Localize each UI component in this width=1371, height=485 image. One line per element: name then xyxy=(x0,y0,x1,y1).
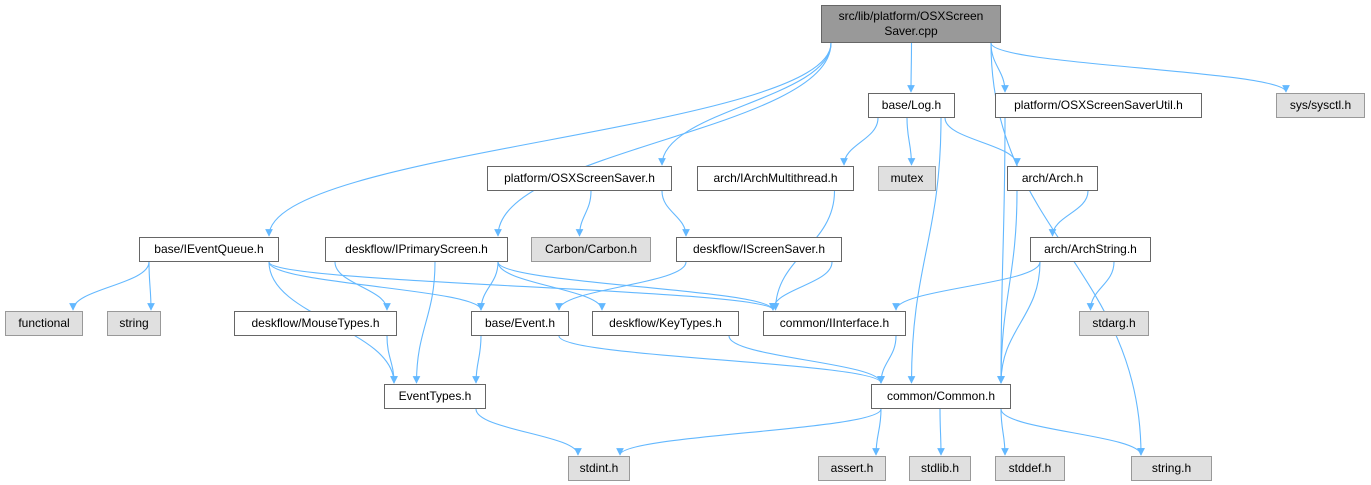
node-log-h[interactable]: base/Log.h xyxy=(868,93,955,118)
node-functional: functional xyxy=(5,311,83,336)
node-label: platform/OSXScreenSaverUtil.h xyxy=(1014,98,1183,112)
node-label: base/Event.h xyxy=(484,316,556,330)
node-label: deskflow/KeyTypes.h xyxy=(609,316,722,330)
edge-iprimaryscreen_h-to-iinterface_h xyxy=(497,261,777,311)
node-stddef-h: stddef.h xyxy=(995,456,1065,481)
node-label: string.h xyxy=(1151,461,1192,475)
node-root: src/lib/platform/OSXScreen Saver.cpp xyxy=(821,5,1001,43)
node-label: functional xyxy=(18,316,70,330)
node-label: arch/ArchString.h xyxy=(1044,242,1137,256)
node-osx-saver-util-h[interactable]: platform/OSXScreenSaverUtil.h xyxy=(995,93,1202,118)
root-label-line1: src/lib/platform/OSXScreen xyxy=(838,9,984,23)
node-carbon-h: Carbon/Carbon.h xyxy=(531,237,651,262)
edge-log_h-to-iarch_multithread_h xyxy=(840,117,879,166)
edge-iprimaryscreen_h-to-event_h xyxy=(477,261,499,311)
edge-event_h-to-eventtypes_h xyxy=(472,335,482,384)
node-label: stdint.h xyxy=(579,461,619,475)
edges xyxy=(69,42,1290,456)
edge-iprimaryscreen_h-to-eventtypes_h xyxy=(412,261,436,384)
node-iarch-multithread-h[interactable]: arch/IArchMultithread.h xyxy=(697,166,854,191)
edge-keytypes_h-to-common_h xyxy=(728,335,885,384)
node-iinterface-h[interactable]: common/IInterface.h xyxy=(763,311,906,336)
node-label: deskflow/IScreenSaver.h xyxy=(692,242,826,256)
node-label: common/Common.h xyxy=(886,389,996,403)
node-label: common/IInterface.h xyxy=(779,316,890,330)
edge-root-to-ieventqueue_h xyxy=(265,42,832,237)
node-iprimaryscreen-h[interactable]: deskflow/IPrimaryScreen.h xyxy=(325,237,508,262)
edge-archstring_h-to-iinterface_h xyxy=(892,261,1041,311)
node-label: sys/sysctl.h xyxy=(1289,98,1352,112)
root-label-line2: Saver.cpp xyxy=(884,24,938,38)
edge-ieventqueue_h-to-event_h xyxy=(268,261,485,311)
edge-iscreensaver_h-to-iinterface_h xyxy=(769,261,833,311)
node-label: deskflow/MouseTypes.h xyxy=(251,316,380,330)
edge-arch_h-to-archstring_h xyxy=(1048,190,1089,237)
edge-event_h-to-common_h xyxy=(558,335,885,384)
edge-iprimaryscreen_h-to-keytypes_h xyxy=(497,261,606,311)
node-string-h: string.h xyxy=(1131,456,1212,481)
node-label: base/Log.h xyxy=(881,98,942,112)
node-label: stdarg.h xyxy=(1092,316,1136,330)
node-label: string xyxy=(119,316,149,330)
edge-ieventqueue_h-to-functional xyxy=(69,261,150,311)
node-stdlib-h: stdlib.h xyxy=(909,456,971,481)
node-keytypes-h[interactable]: deskflow/KeyTypes.h xyxy=(592,311,739,336)
node-sys-sysctl-h: sys/sysctl.h xyxy=(1276,93,1365,118)
edge-root-to-sys_sysctl_h xyxy=(990,42,1290,93)
edge-iscreensaver_h-to-event_h xyxy=(555,261,687,311)
node-iscreensaver-h[interactable]: deskflow/IScreenSaver.h xyxy=(676,237,842,262)
edge-archstring_h-to-stdarg_h xyxy=(1086,261,1115,311)
edge-eventtypes_h-to-stdint_h xyxy=(475,408,582,456)
edge-root-to-iprimaryscreen_h xyxy=(494,42,832,237)
edge-osx_saver_h-to-iscreensaver_h xyxy=(661,190,690,237)
node-osx-saver-h[interactable]: platform/OSXScreenSaver.h xyxy=(487,166,672,191)
node-label: base/IEventQueue.h xyxy=(154,242,264,256)
node-label: platform/OSXScreenSaver.h xyxy=(504,171,655,185)
node-label: assert.h xyxy=(830,461,874,475)
node-label: arch/IArchMultithread.h xyxy=(713,171,838,185)
edge-log_h-to-arch_h xyxy=(944,117,1021,166)
edge-ieventqueue_h-to-iinterface_h xyxy=(268,261,777,311)
edge-osx_saver_util_h-to-common_h xyxy=(997,117,1006,384)
node-mousetypes-h[interactable]: deskflow/MouseTypes.h xyxy=(234,311,397,336)
edge-iinterface_h-to-common_h xyxy=(877,335,897,384)
edge-root-to-log_h xyxy=(907,42,915,93)
edge-mousetypes_h-to-eventtypes_h xyxy=(386,335,398,384)
edge-common_h-to-stdlib_h xyxy=(937,408,945,456)
edge-log_h-to-mutex xyxy=(906,117,916,166)
node-label: stdlib.h xyxy=(920,461,960,475)
edge-osx_saver_h-to-carbon_h xyxy=(575,190,592,237)
node-eventtypes-h[interactable]: EventTypes.h xyxy=(384,384,486,409)
edge-iprimaryscreen_h-to-mousetypes_h xyxy=(334,261,391,311)
node-arch-h[interactable]: arch/Arch.h xyxy=(1007,166,1098,191)
node-common-h[interactable]: common/Common.h xyxy=(871,384,1011,409)
edge-log_h-to-common_h xyxy=(907,117,942,384)
edge-common_h-to-stdint_h xyxy=(616,408,882,456)
node-label: EventTypes.h xyxy=(398,389,472,403)
edge-root-to-osx_saver_h xyxy=(658,42,832,166)
node-stdarg-h: stdarg.h xyxy=(1079,311,1149,336)
edge-common_h-to-stddef_h xyxy=(1000,408,1009,456)
node-label: arch/Arch.h xyxy=(1021,171,1084,185)
node-label: mutex xyxy=(890,171,924,185)
node-label: deskflow/IPrimaryScreen.h xyxy=(345,242,488,256)
edge-arch_h-to-common_h xyxy=(997,190,1018,384)
node-archstring-h[interactable]: arch/ArchString.h xyxy=(1030,237,1151,262)
node-label: Carbon/Carbon.h xyxy=(544,242,638,256)
node-ieventqueue-h[interactable]: base/IEventQueue.h xyxy=(139,237,279,262)
node-mutex: mutex xyxy=(878,166,936,191)
node-event-h[interactable]: base/Event.h xyxy=(471,311,569,336)
node-string: string xyxy=(107,311,161,336)
edge-common_h-to-assert_h xyxy=(872,408,882,456)
edge-common_h-to-string_h xyxy=(1000,408,1145,456)
node-label: stddef.h xyxy=(1008,461,1052,475)
node-stdint-h: stdint.h xyxy=(568,456,630,481)
node-assert-h: assert.h xyxy=(818,456,886,481)
edge-archstring_h-to-common_h xyxy=(997,261,1041,384)
edge-ieventqueue_h-to-string xyxy=(147,261,155,311)
